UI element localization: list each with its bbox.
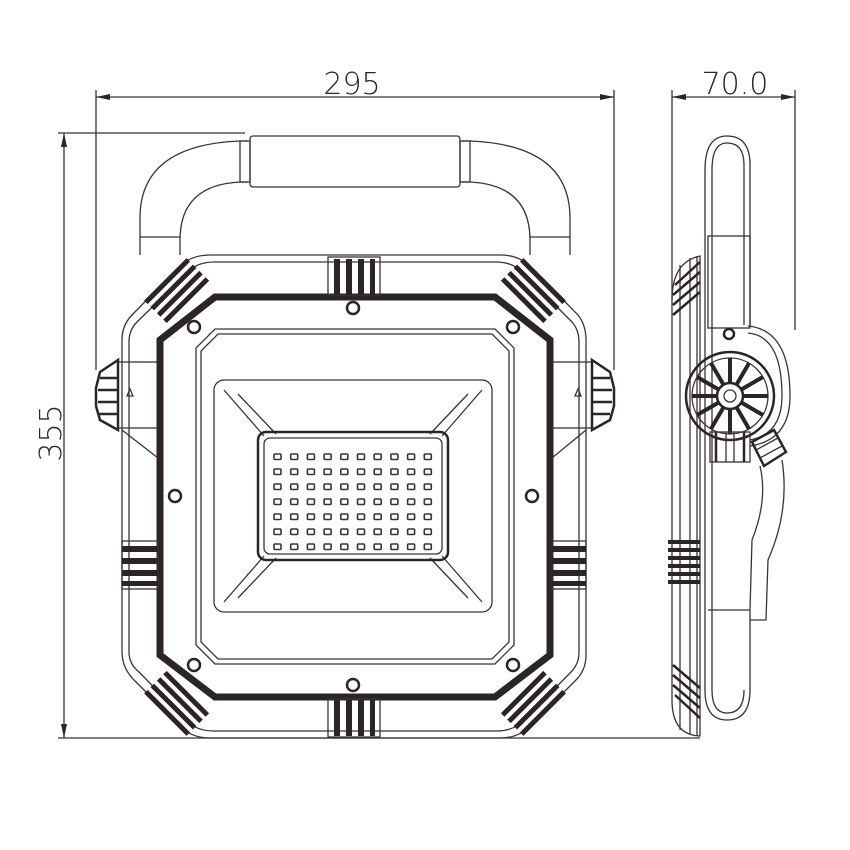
center-fins	[121, 256, 587, 738]
led-chip	[323, 498, 332, 506]
led-chip	[289, 468, 299, 476]
led-chip	[406, 513, 416, 521]
led-chip	[406, 453, 416, 461]
handle-grip	[249, 135, 461, 188]
front-view	[94, 135, 616, 739]
led-chip	[339, 528, 349, 536]
led-chip	[390, 543, 399, 551]
led-chip	[323, 483, 332, 491]
led-chip	[356, 543, 366, 551]
led-chip	[423, 498, 433, 506]
cable-gland	[749, 428, 788, 621]
led-chip	[273, 468, 282, 476]
led-chip	[423, 513, 433, 521]
led-chip	[306, 528, 316, 536]
led-array	[273, 453, 433, 551]
led-chip	[289, 483, 299, 491]
carry-handle	[139, 135, 571, 255]
led-chip	[289, 543, 299, 551]
led-chip	[306, 513, 316, 521]
height-dimension-label: 355	[34, 404, 69, 461]
led-chip	[390, 513, 399, 521]
led-chip	[406, 498, 416, 506]
led-chip	[289, 498, 299, 506]
led-chip	[273, 498, 282, 506]
reflector	[213, 379, 493, 613]
led-chip	[406, 468, 416, 476]
led-chip	[323, 468, 332, 476]
lens-frame	[195, 328, 515, 665]
led-chip	[339, 513, 349, 521]
heatsink-frame	[156, 293, 554, 701]
led-chip	[406, 528, 416, 536]
left-pivot-knob	[94, 357, 159, 433]
led-panel	[256, 430, 450, 562]
led-chip	[323, 528, 332, 536]
led-chip	[306, 498, 316, 506]
led-chip	[423, 528, 433, 536]
depth-dimension-label: 70.0	[702, 67, 769, 102]
screw-bosses	[167, 300, 540, 693]
led-chip	[273, 483, 282, 491]
led-chip	[289, 513, 299, 521]
led-chip	[323, 453, 332, 461]
led-chip	[373, 528, 383, 536]
led-chip	[339, 543, 349, 551]
led-chip	[390, 453, 399, 461]
led-chip	[423, 543, 433, 551]
led-chip	[289, 528, 299, 536]
led-chip	[390, 483, 399, 491]
led-chip	[306, 543, 316, 551]
led-chip	[323, 543, 332, 551]
side-pivot-wheel	[684, 325, 791, 463]
led-chip	[373, 483, 383, 491]
led-chip	[356, 468, 366, 476]
led-chip	[356, 483, 366, 491]
led-chip	[339, 498, 349, 506]
led-chip	[390, 528, 399, 536]
led-chip	[423, 453, 433, 461]
led-chip	[423, 483, 433, 491]
outer-frame	[121, 254, 587, 739]
led-chip	[390, 498, 399, 506]
led-chip	[273, 453, 282, 461]
right-pivot-knob	[551, 357, 616, 433]
led-chip	[273, 528, 282, 536]
led-chip	[356, 498, 366, 506]
led-chip	[323, 513, 332, 521]
led-chip	[390, 468, 399, 476]
led-chip	[356, 513, 366, 521]
led-chip	[373, 513, 383, 521]
width-dimension: 295	[95, 67, 615, 370]
led-chip	[273, 513, 282, 521]
led-chip	[339, 468, 349, 476]
led-chip	[373, 543, 383, 551]
led-chip	[373, 498, 383, 506]
width-dimension-label: 295	[323, 67, 380, 102]
led-chip	[306, 453, 316, 461]
side-rails	[121, 429, 587, 459]
side-housing	[668, 255, 701, 737]
side-view	[668, 135, 791, 737]
corner-fins	[144, 258, 566, 736]
led-chip	[339, 483, 349, 491]
led-chip	[306, 468, 316, 476]
led-chip	[406, 543, 416, 551]
led-chip	[306, 483, 316, 491]
led-chip	[406, 483, 416, 491]
depth-dimension: 70.0	[671, 67, 796, 330]
led-chip	[356, 453, 366, 461]
led-chip	[273, 543, 282, 551]
led-chip	[289, 453, 299, 461]
led-chip	[373, 453, 383, 461]
led-chip	[339, 453, 349, 461]
led-chip	[356, 528, 366, 536]
led-chip	[423, 468, 433, 476]
led-chip	[373, 468, 383, 476]
height-dimension: 355	[34, 132, 700, 739]
